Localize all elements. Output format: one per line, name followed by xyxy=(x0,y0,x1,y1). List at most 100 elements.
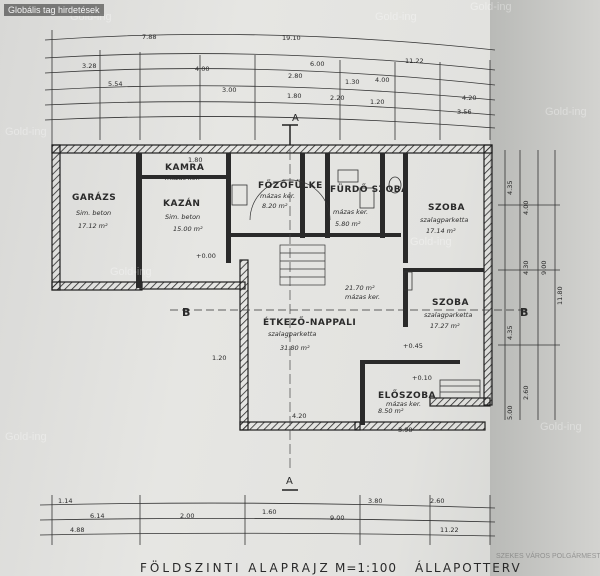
room-floor-szoba1: szalagparketta xyxy=(420,216,468,224)
dim-top-r4-2: 1.30 xyxy=(345,78,359,86)
watermark-2: Gold-ing xyxy=(375,11,417,23)
room-area-lepcso: 21.70 m² xyxy=(345,284,375,292)
dim-bot-r3-1: 11.22 xyxy=(440,526,459,534)
section-a-bottom-label: A xyxy=(286,476,293,487)
misc-4: 1.20 xyxy=(212,354,226,362)
fixtures xyxy=(231,169,413,291)
dim-right-5: 4.35 xyxy=(506,326,514,340)
top-dimension-labels: 7.88 19.10 3.28 4.00 6.00 11.22 5.54 3.0… xyxy=(82,33,476,116)
dim-top-r3-2: 2.80 xyxy=(288,72,302,80)
dim-top-r3-0: 5.54 xyxy=(108,80,122,88)
section-a-top-label: A xyxy=(292,113,299,124)
misc-1: +0.45 xyxy=(403,342,423,350)
room-floor-lepcso: mázas ker. xyxy=(345,293,380,301)
title-block: FÖLDSZINTI ALAPRAJZ M=1:100 ÁLLAPOTTERV xyxy=(140,559,522,575)
room-name-szoba2: SZOBA xyxy=(432,298,469,308)
right-dimension-labels: 4.35 4.00 4.30 9.00 11.80 4.35 2.60 5.00 xyxy=(506,181,564,420)
dim-top-r1-0: 7.88 xyxy=(142,33,156,41)
room-area-szoba2: 17.27 m² xyxy=(430,322,460,330)
watermark-4: Gold-ing xyxy=(5,126,47,138)
room-floor-furdo: mázas ker. xyxy=(333,208,368,216)
room-labels: GARÁZS Sim. beton 17.12 m² KAMRA mázas k… xyxy=(72,163,472,415)
room-floor-eloszoba: mázas ker. xyxy=(386,400,421,408)
dim-bot-r2-1: 2.00 xyxy=(180,512,194,520)
dim-right-4: 11.80 xyxy=(556,286,564,305)
adjacent-page xyxy=(490,0,600,576)
room-name-garazs: GARÁZS xyxy=(72,191,116,203)
section-b-right-label: B xyxy=(520,306,528,319)
room-area-garazs: 17.12 m² xyxy=(78,222,108,230)
dim-top-r3-3: 4.00 xyxy=(375,76,389,84)
room-floor-fozofulke: mázas ker. xyxy=(260,192,295,200)
watermark-7: Gold-ing xyxy=(410,236,452,248)
room-name-kazan: KAZÁN xyxy=(163,197,200,209)
dim-bot-r1-1: 3.80 xyxy=(368,497,382,505)
room-floor-garazs: Sim. beton xyxy=(76,209,111,217)
room-name-eloszoba: ELŐSZOBA xyxy=(378,390,436,401)
dim-bot-r3-0: 4.88 xyxy=(70,526,84,534)
plan-title: FÖLDSZINTI ALAPRAJZ xyxy=(140,559,331,575)
dim-bot-r1-2: 2.60 xyxy=(430,497,444,505)
room-floor-etkezo: szalagparketta xyxy=(268,330,316,338)
room-area-furdo: 5.80 m² xyxy=(335,220,361,228)
room-name-szoba1: SZOBA xyxy=(428,203,465,213)
corner-label: Globális tag hirdetések xyxy=(4,4,104,16)
dim-top-r3-1: 3.00 xyxy=(222,86,236,94)
plan-scale: M=1:100 xyxy=(335,561,397,575)
dim-right-7: 5.00 xyxy=(506,406,514,420)
dim-bot-r2-2: 1.60 xyxy=(262,508,276,516)
watermark-8: Gold-ing xyxy=(5,431,47,443)
section-line-b: B B xyxy=(170,306,530,319)
dim-right-1: 4.00 xyxy=(522,201,530,215)
dim-top-r4-1: 2.20 xyxy=(330,94,344,102)
top-dimension-lines xyxy=(44,30,496,145)
room-area-etkezo: 31.80 m² xyxy=(280,344,310,352)
entrance-steps xyxy=(439,379,481,399)
dim-right-3: 9.00 xyxy=(540,261,548,275)
watermark-3: Gold-ing xyxy=(470,1,512,13)
watermark-5: Gold-ing xyxy=(545,106,587,118)
room-area-eloszoba: 8.50 m² xyxy=(378,407,404,415)
room-area-szoba1: 17.14 m² xyxy=(426,227,456,235)
watermark-9: Gold-ing xyxy=(540,421,582,433)
room-name-fozofulke: FŐZŐFÜLKE xyxy=(258,180,323,191)
dim-top-r4-0: 1.80 xyxy=(287,92,301,100)
watermarks: Gold-ing Gold-ing Gold-ing Gold-ing Gold… xyxy=(5,1,587,443)
dim-right-2: 4.30 xyxy=(522,261,530,275)
room-floor-szoba2: szalagparketta xyxy=(424,311,472,319)
misc-6: 1.80 xyxy=(188,156,202,164)
dim-top-r2-0: 3.28 xyxy=(82,62,96,70)
section-b-left-label: B xyxy=(182,306,190,319)
misc-labels: +0.00 +0.45 4.20 3.98 1.20 +0.10 1.80 xyxy=(188,156,432,434)
dim-top-r5-0: 3.56 xyxy=(457,108,471,116)
dim-top-r4-3: 1.20 xyxy=(370,98,384,106)
dim-bot-r1-0: 1.14 xyxy=(58,497,72,505)
dim-top-r1-1: 19.10 xyxy=(282,34,301,42)
dim-top-r2-2: 6.00 xyxy=(310,60,324,68)
room-area-fozofulke: 8.20 m² xyxy=(262,202,288,210)
dim-bot-r2-3: 9.00 xyxy=(330,514,344,522)
dim-bot-r2-0: 6.14 xyxy=(90,512,104,520)
misc-5: +0.10 xyxy=(412,374,432,382)
watermark-1: Gold-ing xyxy=(70,11,112,23)
section-mark-a-top: A xyxy=(282,113,299,145)
room-name-furdo: FÜRDŐ SZOBA xyxy=(330,184,409,195)
bottom-dimension-labels: 1.14 3.80 2.60 6.14 2.00 1.60 9.00 4.88 … xyxy=(58,497,459,534)
room-name-kamra: KAMRA xyxy=(165,163,204,173)
room-area-kazan: 15.00 m² xyxy=(173,225,203,233)
stamp-text: SZEKES VÁROS POLGÁRMESTER xyxy=(496,551,600,560)
room-floor-kazan: Sim. beton xyxy=(165,213,200,221)
bottom-dimension-lines xyxy=(39,495,496,545)
section-mark-a-bottom: A xyxy=(282,476,298,491)
plan-status: ÁLLAPOTTERV xyxy=(415,560,522,575)
dim-right-0: 4.35 xyxy=(506,181,514,195)
dim-top-r3-4: 4.20 xyxy=(462,94,476,102)
dim-right-6: 2.60 xyxy=(522,386,530,400)
right-dimension-lines xyxy=(498,150,560,420)
dim-top-r2-3: 11.22 xyxy=(405,57,424,65)
room-floor-kamra: mázas ker. xyxy=(165,174,200,182)
watermark-6: Gold-ing xyxy=(110,266,152,278)
misc-3: 3.98 xyxy=(398,426,412,434)
misc-0: +0.00 xyxy=(196,252,216,260)
